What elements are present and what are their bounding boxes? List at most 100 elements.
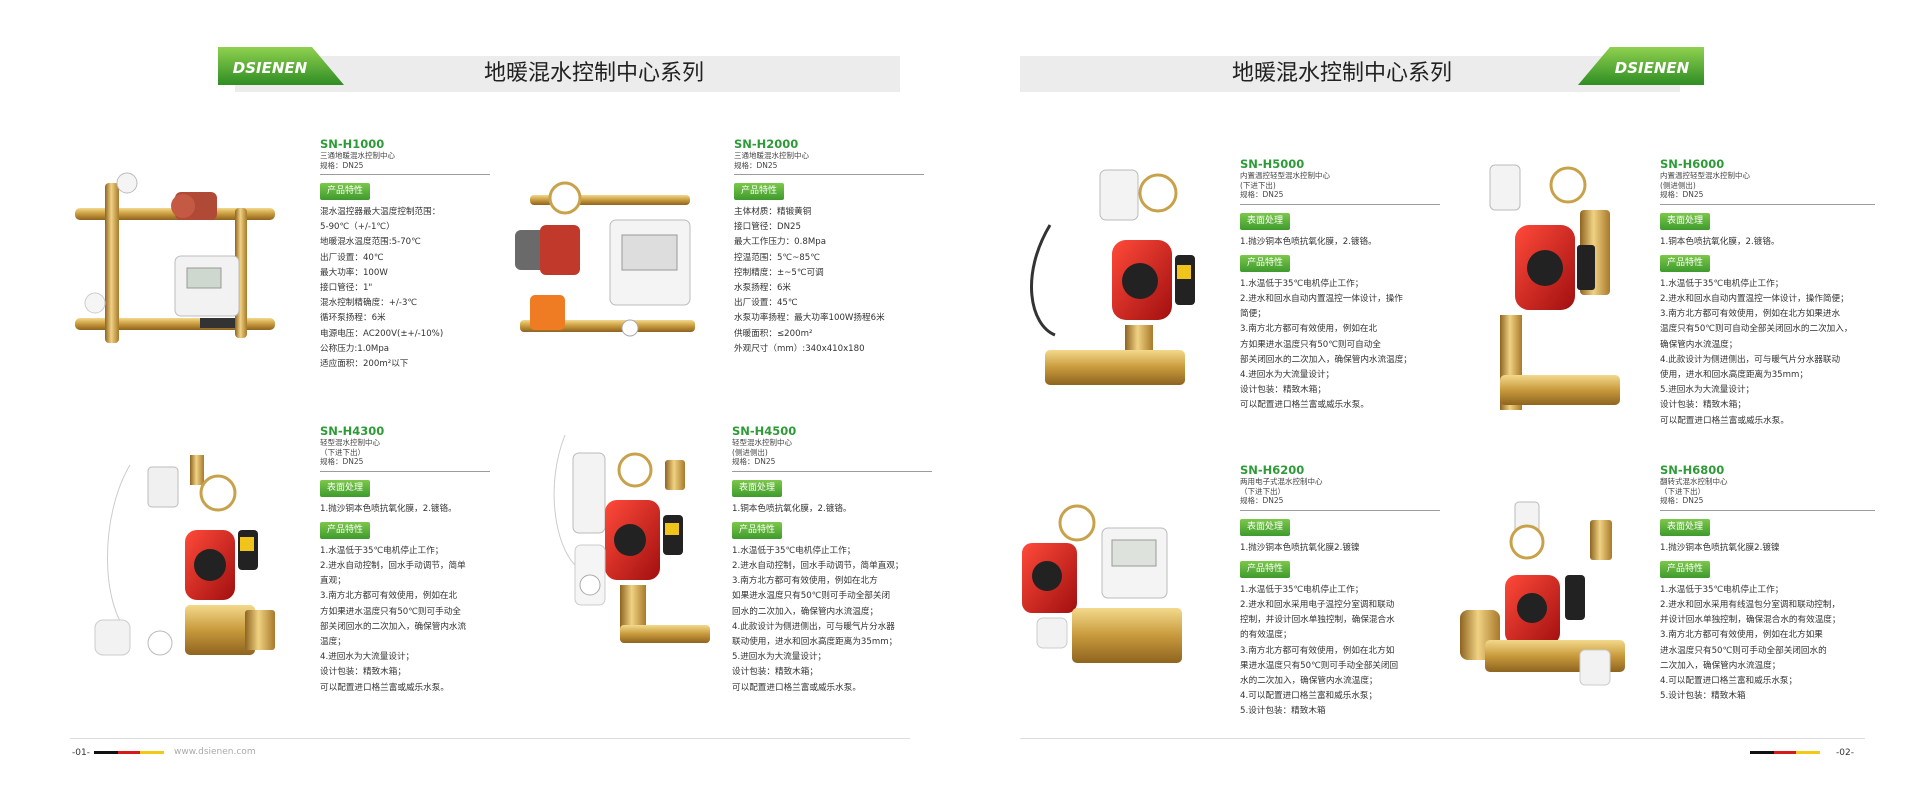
feature-line: 5.进回水为大流量设计； — [1660, 385, 1755, 396]
product-h1000: SN-H1000 三通地暖混水控制中心 规格：DN25 产品特性 混水温控器最大… — [320, 137, 490, 372]
feature-line: 3.南方北方都可有效使用，例如在北 — [1240, 324, 1378, 335]
feature-line: 控制，并设计回水单独控制，确保混合水 — [1240, 615, 1395, 626]
product-image-h5000 — [1020, 165, 1195, 410]
feature-line: 4.进回水为大流量设计； — [320, 652, 415, 663]
feature-line: 简便； — [1240, 309, 1266, 320]
surface-list: 1.铜本色喷抗氧化膜，2.镀铬。 — [732, 502, 932, 517]
feature-list: 主体材质：精锻黄铜 接口管径：DN25 最大工作压力：0.8Mpa 控温范围：5… — [734, 205, 924, 357]
surface-line: 1.抛沙铜本色喷抗氧化膜，2.镀铬。 — [320, 503, 457, 514]
feature-line: 温度； — [320, 636, 346, 647]
divider — [1660, 509, 1875, 511]
divider — [734, 174, 924, 175]
feature-line: 4.可以配置进口格兰富和威乐水泵； — [1660, 675, 1798, 686]
feature-tag: 产品特性 — [732, 521, 783, 539]
surface-line: 1.抛沙铜本色喷抗氧化膜，2.镀铬。 — [1240, 236, 1377, 247]
feature-line: 如果进水温度只有50℃则可手动全部关闭 — [732, 591, 891, 602]
feature-tag: 产品特性 — [1240, 560, 1291, 578]
feature-list: 1.水温低于35℃电机停止工作； 2.进水和回水自动内置温控一体设计，操作简便；… — [1660, 277, 1875, 429]
header-band — [235, 56, 900, 92]
feature-line: 回水的二次加入，确保管内水流温度； — [732, 606, 879, 617]
feature-line: 2.进水和回水采用电子温控分室调和联动 — [1240, 599, 1395, 610]
product-image-h2000 — [510, 180, 710, 350]
divider — [1240, 203, 1440, 205]
product-h2000: SN-H2000 三通地暖混水控制中心 规格：DN25 产品特性 主体材质：精锻… — [734, 137, 924, 357]
feature-line: 5.设计包装：精致木箱 — [1240, 706, 1326, 717]
feature-line: 1.水温低于35℃电机停止工作； — [1240, 278, 1364, 289]
divider — [320, 174, 490, 175]
feature-line: 方如果进水温度只有50℃则可手动全 — [320, 606, 461, 617]
product-image-h6800 — [1455, 500, 1630, 686]
feature-line: 最大功率：100W — [320, 267, 388, 278]
right-page: DSIENEN 地暖混水控制中心系列 SN-H5000 内置温控轻型混水控制中心… — [960, 0, 1920, 802]
feature-line: 可以配置进口格兰富或威乐水泵。 — [320, 682, 449, 693]
surface-list: 1.抛沙铜本色喷抗氧化膜，2.镀铬。 — [1240, 235, 1440, 250]
feature-line: 进水温度只有50℃则可手动全部关闭回水的 — [1660, 645, 1827, 656]
product-image-h1000 — [75, 168, 280, 353]
feature-line: 3.南方北方都可有效使用，例如在北方如果进水 — [1660, 309, 1841, 320]
feature-line: 设计包装：精致木箱； — [1240, 385, 1326, 396]
website-url: www.dsienen.com — [174, 747, 256, 757]
feature-line: 公称压力:1.0Mpa — [320, 343, 390, 354]
product-h4500: SN-H4500 轻型混水控制中心 (侧进侧出) 规格：DN25 表面处理 1.… — [732, 424, 932, 696]
product-code: SN-H6200 — [1240, 463, 1305, 477]
feature-line: 1.水温低于35℃电机停止工作； — [732, 545, 856, 556]
surface-tag: 表面处理 — [1660, 212, 1711, 230]
surface-line: 1.抛沙铜本色喷抗氧化膜2.镀镍 — [1240, 542, 1360, 553]
feature-line: 2.进水和回水自动内置温控一体设计，操作 — [1240, 293, 1403, 304]
feature-line: 直观； — [320, 576, 346, 587]
surface-list: 1.抛沙铜本色喷抗氧化膜2.镀镍 — [1240, 541, 1440, 556]
feature-line: 部关闭回水的二次加入，确保管内水流温度； — [1240, 354, 1412, 365]
product-image-h6000 — [1485, 160, 1630, 415]
feature-line: 可以配置进口格兰富或威乐水泵。 — [1660, 415, 1789, 426]
feature-line: 外观尺寸（mm）:340x410x180 — [734, 343, 865, 354]
feature-line: 1.水温低于35℃电机停止工作； — [1660, 584, 1784, 595]
feature-tag: 产品特性 — [734, 183, 785, 200]
feature-line: 设计包装：精致木箱； — [1660, 400, 1746, 411]
surface-tag: 表面处理 — [1240, 518, 1291, 536]
feature-line: 并设计回水单独控制，确保混合水的有效温度； — [1660, 615, 1841, 626]
feature-line: 水的二次加入，确保管内水流温度； — [1240, 675, 1378, 686]
feature-line: 可以配置进口格兰富或威乐水泵。 — [1240, 400, 1369, 411]
feature-line: 3.南方北方都可有效使用，例如在北方 — [732, 576, 878, 587]
feature-line: 供暖面积：≤200m² — [734, 328, 813, 339]
feature-line: 4.此款设计为侧进侧出，可与暖气片分水器联动 — [1660, 354, 1841, 365]
feature-line: 果进水温度只有50℃则可手动全部关闭回 — [1240, 660, 1399, 671]
feature-line: 设计包装：精致木箱； — [320, 667, 406, 678]
feature-line: 2.进水和回水采用有线温包分室调和联动控制， — [1660, 599, 1841, 610]
feature-line: 温度只有50℃则可自动全部关闭回水的二次加入， — [1660, 324, 1853, 335]
feature-line: 混水温控器最大温度控制范围： — [320, 207, 441, 217]
feature-line: 主体材质：精锻黄铜 — [734, 207, 812, 217]
footer-rule — [1020, 738, 1865, 739]
surface-list: 1.抛沙铜本色喷抗氧化膜，2.镀铬。 — [320, 502, 490, 517]
feature-line: 电源电压：AC200V(±+/-10%) — [320, 328, 444, 339]
product-code: SN-H5000 — [1240, 157, 1305, 171]
product-image-h6200 — [1012, 498, 1192, 678]
feature-line: 的有效温度； — [1240, 630, 1292, 641]
feature-list: 混水温控器最大温度控制范围： 5-90℃（+/-1℃） 地暖混水温度范围:5-7… — [320, 205, 490, 372]
product-code: SN-H1000 — [320, 137, 385, 151]
product-code: SN-H6000 — [1660, 157, 1725, 171]
feature-line: 2.进水自动控制，回水手动调节，简单直观； — [732, 560, 904, 571]
feature-list: 1.水温低于35℃电机停止工作； 2.进水和回水采用有线温包分室调和联动控制， … — [1660, 583, 1875, 705]
surface-line: 1.铜本色喷抗氧化膜，2.镀铬。 — [732, 503, 852, 514]
feature-line: 5-90℃（+/-1℃） — [320, 222, 395, 233]
product-h4300: SN-H4300 轻型混水控制中心 （下进下出） 规格：DN25 表面处理 1.… — [320, 424, 490, 696]
divider — [1660, 203, 1875, 205]
product-subtitle: 三通地暖混水控制中心 规格：DN25 — [320, 151, 395, 170]
product-code: SN-H2000 — [734, 137, 799, 151]
feature-line: 适应面积：200m²以下 — [320, 359, 409, 370]
surface-list: 1.抛沙铜本色喷抗氧化膜2.镀镍 — [1660, 541, 1875, 556]
feature-line: 使用，进水和回水高度距离为35mm； — [1660, 369, 1808, 380]
product-image-h4500 — [545, 425, 715, 675]
feature-line: 4.进回水为大流量设计； — [1240, 369, 1335, 380]
feature-line: 5.设计包装：精致木箱 — [1660, 691, 1746, 702]
surface-line: 1.抛沙铜本色喷抗氧化膜2.镀镍 — [1660, 542, 1780, 553]
feature-line: 出厂设置：45℃ — [734, 298, 798, 309]
feature-line: 出厂设置：40℃ — [320, 252, 384, 263]
brand-logo-text: DSIENEN — [1615, 59, 1690, 77]
feature-line: 2.进水和回水自动内置温控一体设计，操作简便； — [1660, 293, 1849, 304]
product-code: SN-H6800 — [1660, 463, 1725, 477]
surface-tag: 表面处理 — [1660, 518, 1711, 536]
feature-tag: 产品特性 — [1660, 254, 1711, 272]
feature-tag: 产品特性 — [1660, 560, 1711, 578]
